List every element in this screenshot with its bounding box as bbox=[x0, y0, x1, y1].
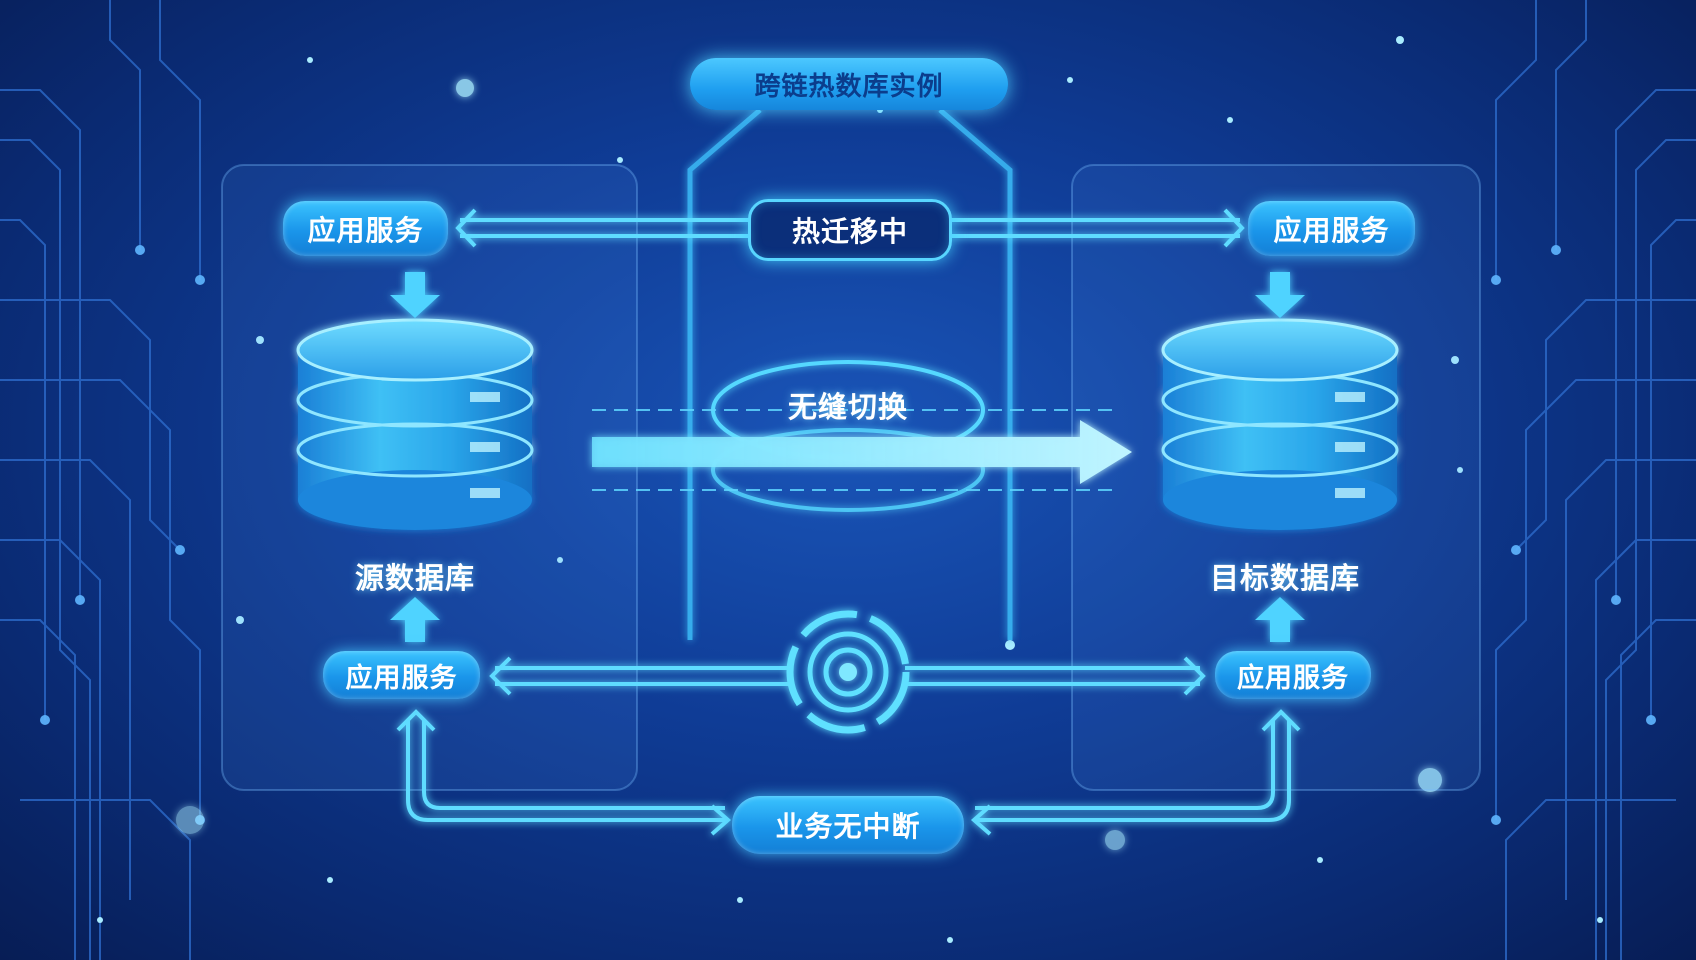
source-top-service: 应用服务 bbox=[283, 201, 448, 256]
source-up-arrow bbox=[390, 597, 440, 642]
bottom-loop-lines bbox=[396, 709, 1301, 836]
central-frame bbox=[687, 108, 1013, 640]
switch-dashed-lines bbox=[592, 409, 1120, 491]
target-top-service: 应用服务 bbox=[1248, 201, 1415, 256]
circuit-traces-left bbox=[0, 0, 201, 960]
target-bottom-service: 应用服务 bbox=[1215, 651, 1371, 699]
target-database-icon bbox=[1161, 318, 1399, 530]
migration-arrow bbox=[592, 420, 1132, 484]
diagram-title: 跨链热数库实例 bbox=[690, 58, 1008, 110]
bottom-sync-arrows bbox=[489, 656, 1206, 696]
sync-icon bbox=[786, 610, 910, 734]
target-up-arrow bbox=[1255, 597, 1305, 642]
source-database-icon bbox=[296, 318, 534, 530]
target-db-label: 目标数据库 bbox=[1209, 561, 1360, 595]
target-down-arrow bbox=[1255, 272, 1305, 318]
source-down-arrow bbox=[390, 272, 440, 318]
seamless-switch-label: 无缝切换 bbox=[787, 390, 908, 424]
source-db-label: 源数据库 bbox=[354, 561, 475, 595]
circuit-nodes bbox=[40, 245, 1656, 825]
circuit-traces-right bbox=[1495, 0, 1696, 960]
flow-arrows bbox=[390, 272, 1305, 642]
no-interruption-label: 业务无中断 bbox=[732, 796, 964, 854]
source-bottom-service: 应用服务 bbox=[323, 651, 480, 699]
top-transfer-arrows bbox=[455, 208, 1245, 248]
sparkles bbox=[97, 36, 1603, 943]
hot-migration-label: 热迁移中 bbox=[748, 199, 952, 261]
